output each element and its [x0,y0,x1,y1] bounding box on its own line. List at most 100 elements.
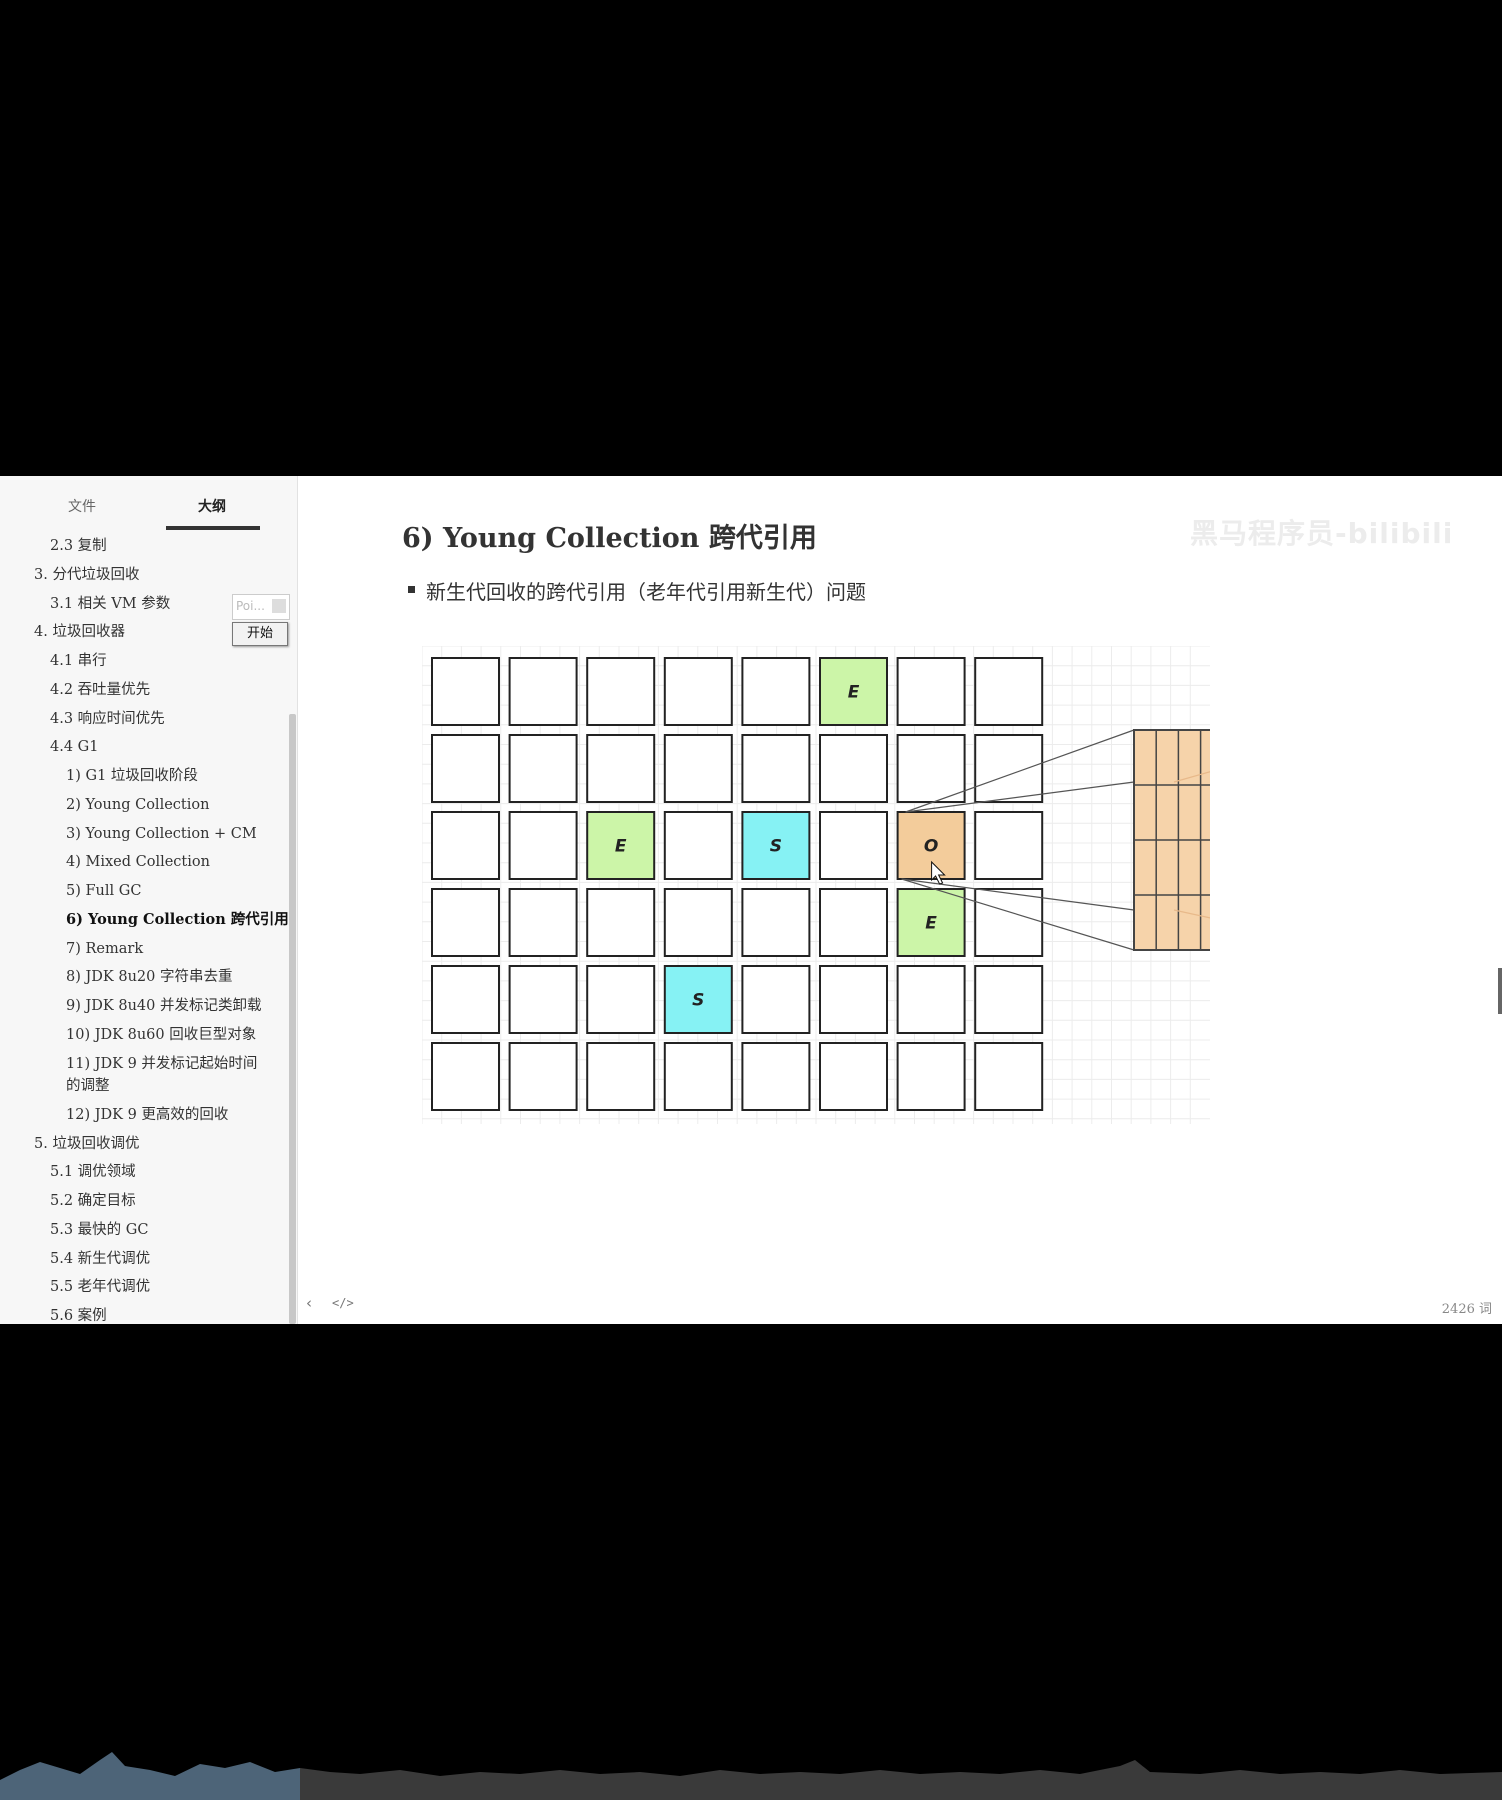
outline-item[interactable]: 7) Remark [66,940,144,957]
outline-item[interactable]: 2) Young Collection [66,796,210,813]
region-free [663,1042,733,1111]
outline-item[interactable]: 10) JDK 8u60 回收巨型对象 [66,1026,257,1043]
outline-item[interactable]: 3) Young Collection + CM [66,825,257,842]
outline-item[interactable]: 5.5 老年代调优 [50,1279,151,1296]
region-free [431,1042,500,1111]
region-free [431,657,500,726]
region-free [663,657,733,726]
outline-item[interactable]: 8) JDK 8u20 字符串去重 [66,969,233,986]
bullet-text: 新生代回收的跨代引用（老年代引用新生代）问题 [426,580,866,604]
outline-item[interactable]: 5.6 案例 [50,1308,107,1324]
region-eden [819,657,888,726]
region-free [974,734,1044,803]
region-free [431,734,500,803]
source-code-icon[interactable]: </> [332,1296,354,1310]
region-free [974,888,1044,957]
region-free [508,965,578,1034]
region-free [819,1042,888,1111]
start-button[interactable]: 开始 [232,622,288,646]
audio-waveform[interactable] [0,1730,1502,1800]
outline-item[interactable]: 5. 垃圾回收调优 [34,1135,140,1152]
tab-outline[interactable]: 大纲 [198,499,226,515]
cursor-icon [931,860,946,885]
outline-item[interactable]: 6) Young Collection 跨代引用 [66,910,289,928]
outline-item[interactable]: 的调整 [66,1078,110,1094]
region-free [974,965,1044,1034]
region-free [974,657,1044,726]
region-free [896,1042,966,1111]
region-free [974,811,1044,880]
region-free [663,811,733,880]
region-free [508,734,578,803]
word-count: 2426 词 [1441,1302,1492,1317]
region-free [586,1042,656,1111]
region-free [586,965,656,1034]
outline-item[interactable]: 5.3 最快的 GC [50,1221,149,1238]
region-free [741,965,811,1034]
outline-item[interactable]: 1) G1 垃圾回收阶段 [66,768,198,784]
outline-item[interactable]: 9) JDK 8u40 并发标记类卸载 [66,998,262,1014]
connector-line [901,878,1135,951]
region-survivor [741,811,811,880]
back-icon[interactable]: ‹ [306,1294,312,1312]
outline-item[interactable]: 5.4 新生代调优 [50,1250,151,1267]
popup-input[interactable]: Poi... [232,594,290,620]
region-free [896,657,966,726]
scroll-edge-marker [1498,968,1502,1014]
sidebar: 文件 大纲 2.3 复制 3. 分代垃圾回收 3.1 相关 VM 参数 4. 垃圾回收… [0,476,298,1324]
region-free [663,888,733,957]
region-free [741,888,811,957]
close-icon[interactable] [272,599,286,613]
region-free [508,657,578,726]
outline-item[interactable]: 5.2 确定目标 [50,1193,136,1209]
outline-item[interactable]: 3. 分代垃圾回收 [34,566,140,583]
outline-item[interactable]: 12) JDK 9 更高效的回收 [66,1106,229,1123]
outline-item[interactable]: 2.3 复制 [50,538,107,554]
region-free [508,811,578,880]
outline-item[interactable]: 4.3 响应时间优先 [50,710,165,727]
region-free [508,1042,578,1111]
connector-line [905,781,1135,813]
region-free [741,734,811,803]
region-label: S [770,837,782,857]
outline-item[interactable]: 5.1 调优领域 [50,1164,136,1181]
watermark: 黑马程序员-bilibili [1190,517,1454,550]
sidebar-tabs: 文件 大纲 [0,476,297,534]
g1-region-diagram: E E S O E S [422,646,1210,1124]
outline-item[interactable]: 4.4 G1 [50,739,99,756]
region-label: S [692,991,704,1011]
outline-item[interactable]: 5) Full GC [66,883,142,899]
region-eden [896,888,966,957]
document-content: 6) Young Collection 跨代引用 黑马程序员-bilibili … [298,476,1502,1324]
region-label: E [925,914,937,934]
region-free [819,811,888,880]
region-free [431,811,500,880]
region-label: O [924,837,938,857]
region-eden [586,811,656,880]
connector-line [1173,771,1210,783]
outline-item[interactable]: 4) Mixed Collection [66,854,210,871]
region-free [586,657,656,726]
region-free [431,965,500,1034]
outline-item[interactable]: 4.2 吞吐量优先 [50,681,151,698]
tab-files[interactable]: 文件 [68,499,96,515]
popup-input-text: Poi... [236,599,265,613]
bullet-icon [408,586,415,593]
outline-item[interactable]: 11) JDK 9 并发标记起始时间 [66,1055,258,1072]
region-survivor [663,965,733,1034]
connector-line [1173,909,1210,919]
region-free [508,888,578,957]
sidebar-scrollbar[interactable] [289,714,296,1324]
outline-item[interactable]: 4.1 串行 [50,653,107,669]
region-free [819,734,888,803]
region-label: E [615,837,627,857]
region-free [431,888,500,957]
active-tab-indicator [166,526,260,530]
outline-item[interactable]: 3.1 相关 VM 参数 [50,595,171,612]
connector-line [905,729,1135,813]
outline-item[interactable]: 4. 垃圾回收器 [34,624,125,641]
region-free [586,734,656,803]
region-label: E [848,683,860,703]
region-free [974,1042,1044,1111]
region-free [741,657,811,726]
